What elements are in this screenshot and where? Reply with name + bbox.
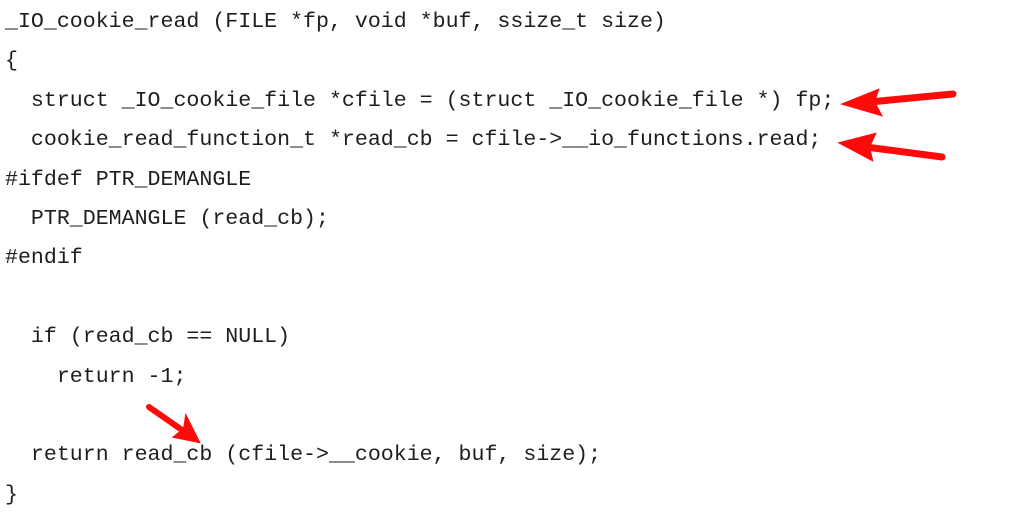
code-line: return -1; <box>5 364 187 389</box>
red-arrow-icon <box>837 132 946 162</box>
code-block: _IO_cookie_read (FILE *fp, void *buf, ss… <box>5 3 834 515</box>
code-line: return read_cb (cfile->__cookie, buf, si… <box>5 443 602 468</box>
code-line: #endif <box>5 246 83 271</box>
code-line <box>5 279 834 318</box>
code-line: { <box>5 49 18 74</box>
code-line: } <box>5 482 18 507</box>
code-line: if (read_cb == NULL) <box>5 325 291 350</box>
code-line: PTR_DEMANGLE (read_cb); <box>5 206 329 231</box>
code-line: #ifdef PTR_DEMANGLE <box>5 167 252 192</box>
code-line: struct _IO_cookie_file *cfile = (struct … <box>5 88 835 113</box>
code-line: cookie_read_function_t *read_cb = cfile-… <box>5 128 822 153</box>
code-line <box>5 397 834 436</box>
red-arrow-icon <box>839 88 957 117</box>
code-line: _IO_cookie_read (FILE *fp, void *buf, ss… <box>5 10 666 34</box>
